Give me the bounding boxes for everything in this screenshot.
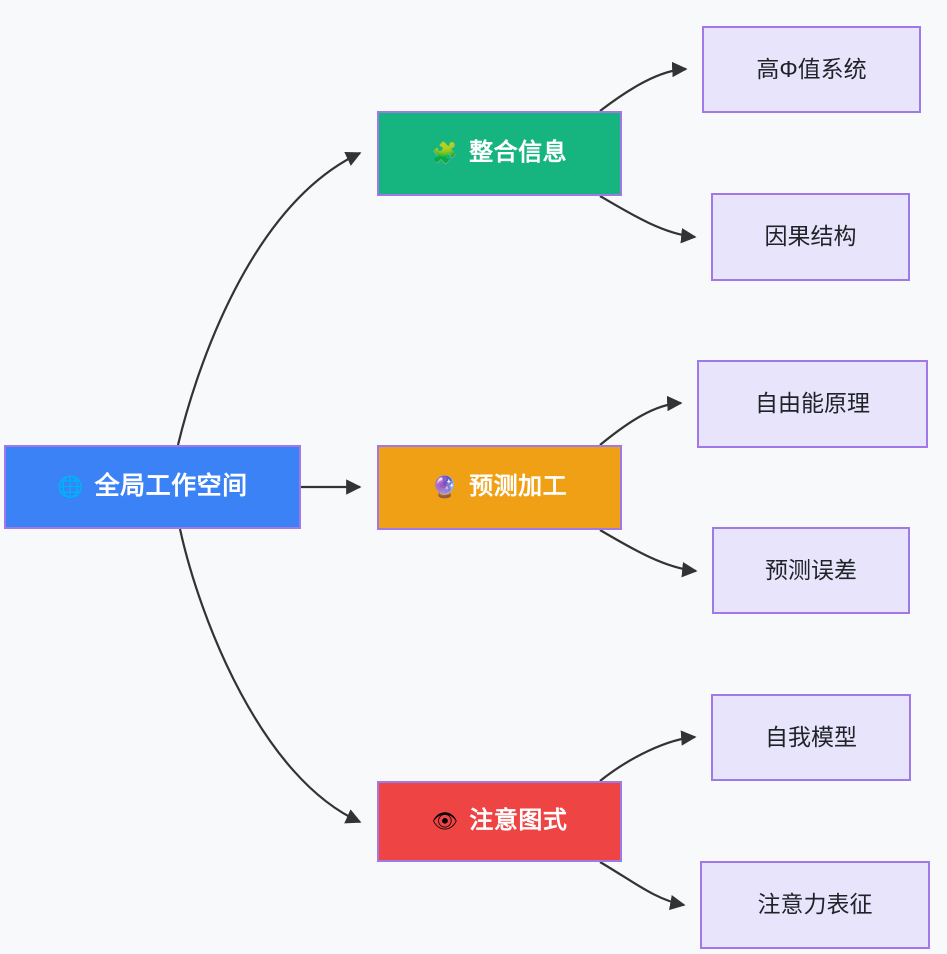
node-leaf-label: 预测误差 (765, 556, 857, 583)
node-branch-label: 预测加工 (469, 473, 568, 501)
edge-red-to-leaf2 (599, 861, 686, 911)
node-branch-integrated-information[interactable]: 🧩 整合信息 (377, 111, 622, 196)
node-root-label: 全局工作空间 (94, 472, 248, 501)
node-branch-predictive-processing[interactable]: 🔮 预测加工 (377, 445, 622, 530)
node-leaf-causal-structure[interactable]: 因果结构 (711, 193, 910, 281)
edge-green-to-leaf1 (599, 61, 688, 112)
edge-red-to-leaf1 (599, 730, 697, 782)
edge-root-to-red (178, 528, 362, 824)
edge-orange-to-leaf2 (599, 529, 698, 578)
eye-icon: 👁 (431, 809, 459, 833)
edge-orange-to-leaf1 (599, 395, 683, 446)
node-leaf-label: 高Φ值系统 (756, 55, 867, 82)
node-leaf-prediction-error[interactable]: 预测误差 (712, 527, 910, 614)
node-leaf-label: 自我模型 (765, 723, 857, 750)
node-branch-label: 整合信息 (469, 139, 568, 167)
node-leaf-high-phi-system[interactable]: 高Φ值系统 (702, 26, 921, 113)
node-leaf-self-model[interactable]: 自我模型 (711, 694, 911, 781)
edge-green-to-leaf2 (599, 195, 697, 244)
node-leaf-attention-representation[interactable]: 注意力表征 (700, 861, 930, 949)
edge-root-to-green (176, 151, 362, 446)
puzzle-piece-icon: 🧩 (431, 141, 459, 165)
node-leaf-free-energy-principle[interactable]: 自由能原理 (697, 360, 928, 448)
node-leaf-label: 因果结构 (764, 223, 857, 250)
node-branch-label: 注意图式 (469, 807, 568, 835)
node-root[interactable]: 🌐 全局工作空间 (4, 445, 301, 529)
crystal-ball-icon: 🔮 (431, 475, 459, 499)
node-leaf-label: 注意力表征 (757, 891, 873, 918)
node-branch-attention-schema[interactable]: 👁 注意图式 (377, 781, 622, 862)
node-leaf-label: 自由能原理 (755, 390, 870, 417)
globe-icon: 🌐 (57, 475, 84, 499)
